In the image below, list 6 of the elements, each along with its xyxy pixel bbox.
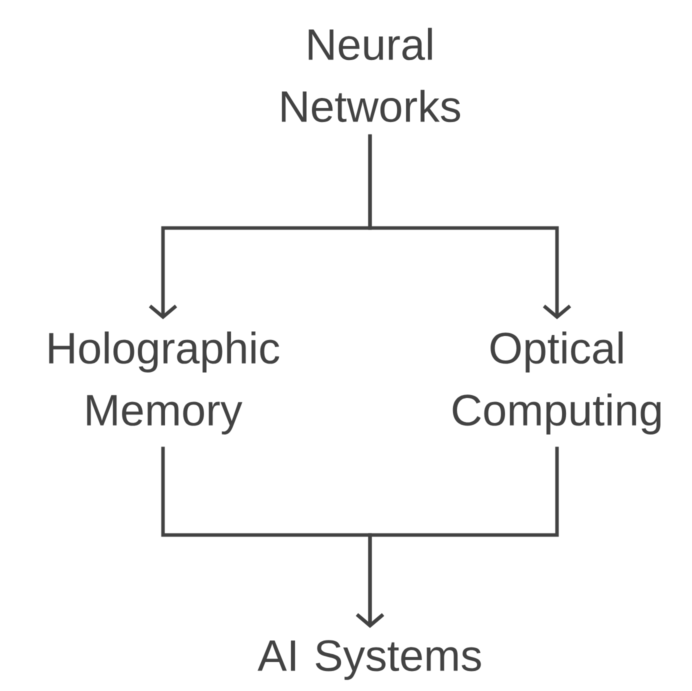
node-label: Holographic Memory [49, 332, 280, 434]
connector-arrow [356, 446, 559, 628]
node-label: Optical Computing [452, 332, 661, 434]
node-label: Neural Networks [282, 28, 460, 122]
node-label: AI Systems [258, 640, 481, 680]
connector-arrow [368, 134, 572, 320]
